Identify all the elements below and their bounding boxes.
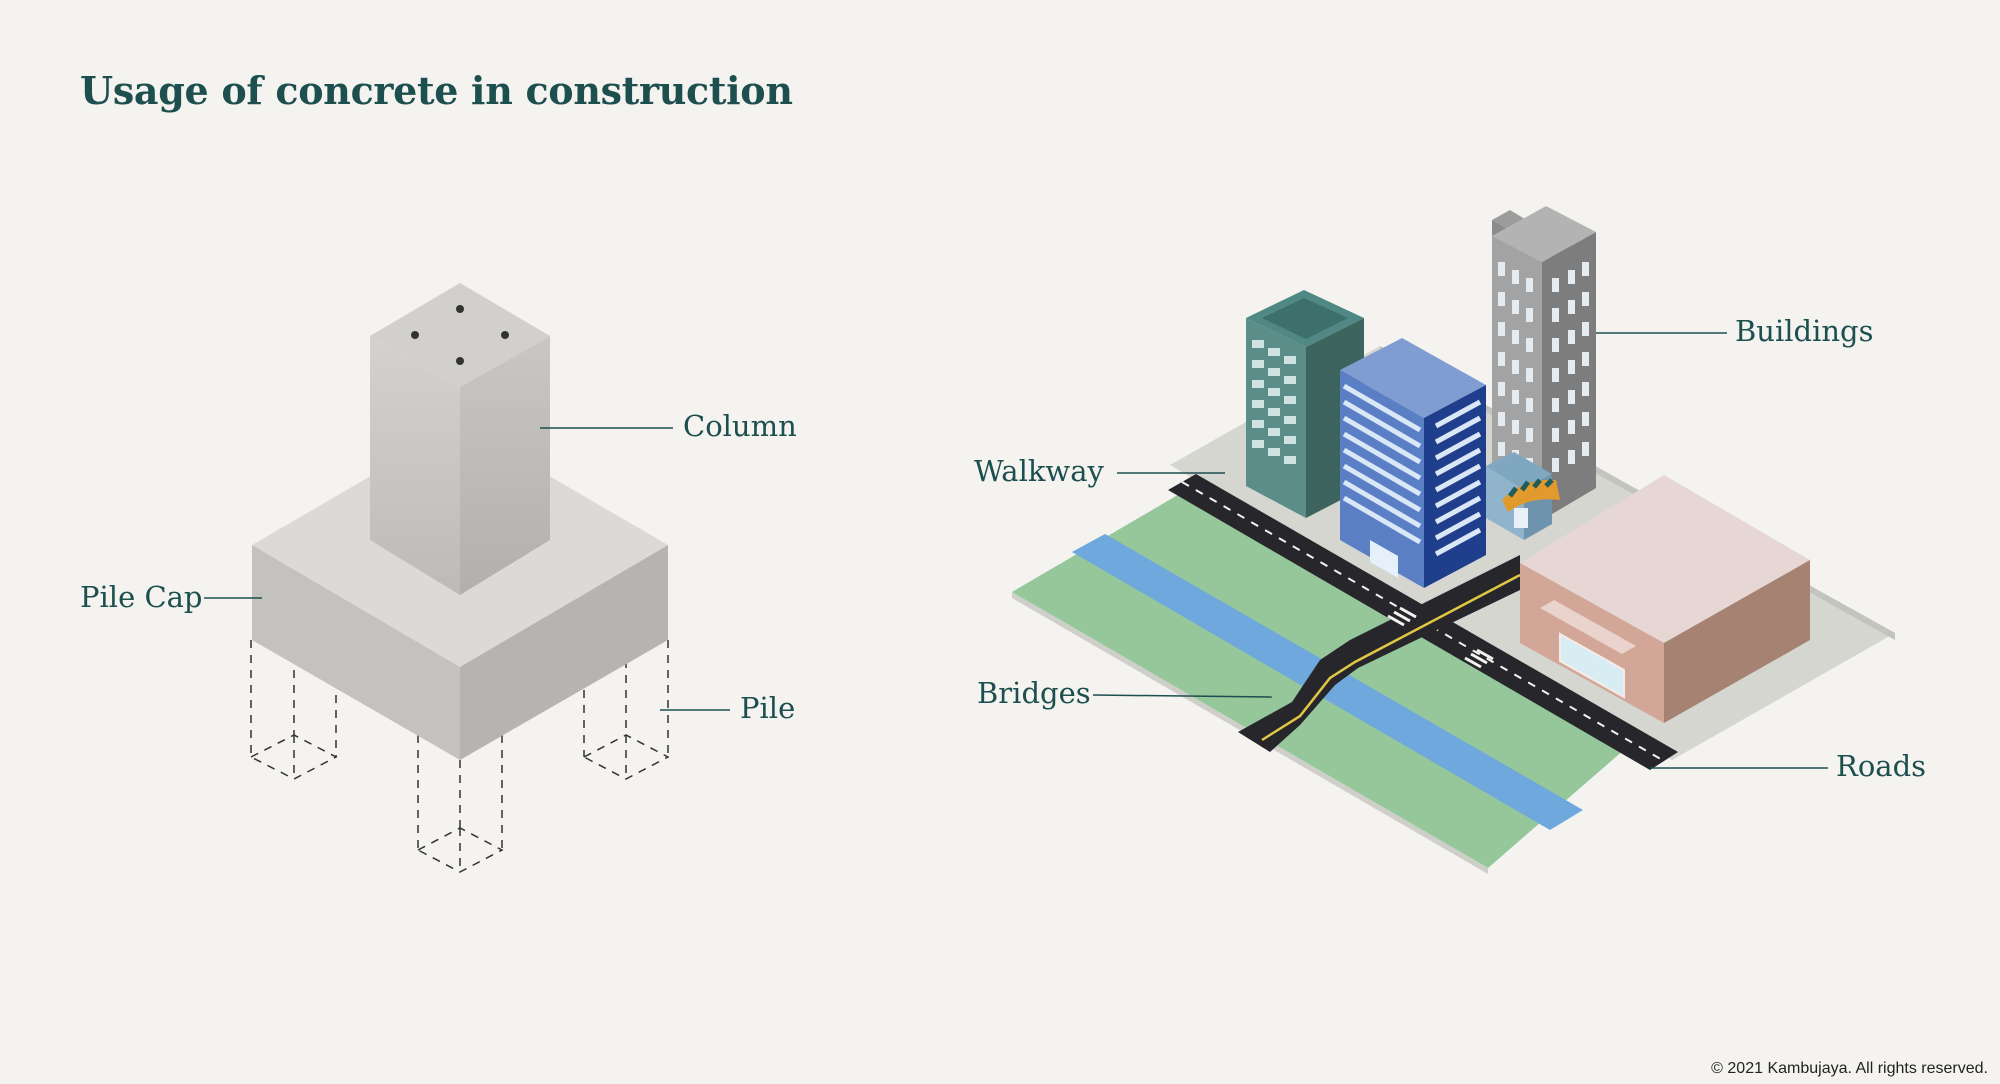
bridge-road xyxy=(1238,555,1520,752)
crosswalk xyxy=(1387,606,1494,669)
label-buildings: Buildings xyxy=(1735,314,1874,348)
label-column: Column xyxy=(683,409,797,443)
rebar-dot xyxy=(411,331,419,339)
bridges-leader xyxy=(1092,694,1273,698)
small-shop xyxy=(1486,452,1560,540)
bridge-centerline xyxy=(1261,573,1521,742)
pile-center xyxy=(416,735,504,873)
page-title: Usage of concrete in construction xyxy=(80,68,793,113)
building-blue xyxy=(1340,338,1486,588)
pile-left xyxy=(249,640,338,780)
rebar-dot xyxy=(456,305,464,313)
rebar-dot xyxy=(501,331,509,339)
pile-right xyxy=(582,640,670,780)
concrete-column xyxy=(370,283,550,595)
label-bridges: Bridges xyxy=(977,676,1091,710)
foundation-diagram xyxy=(204,283,730,873)
building-tower xyxy=(1492,206,1596,520)
label-pile-cap: Pile Cap xyxy=(80,580,203,614)
rebar-dot xyxy=(456,357,464,365)
warehouse xyxy=(1520,475,1810,723)
city-diagram xyxy=(1012,206,1895,874)
label-pile: Pile xyxy=(740,691,796,725)
label-roads: Roads xyxy=(1836,749,1927,783)
label-walkway: Walkway xyxy=(974,454,1104,488)
copyright: © 2021 Kambujaya. All rights reserved. xyxy=(1711,1060,1988,1077)
